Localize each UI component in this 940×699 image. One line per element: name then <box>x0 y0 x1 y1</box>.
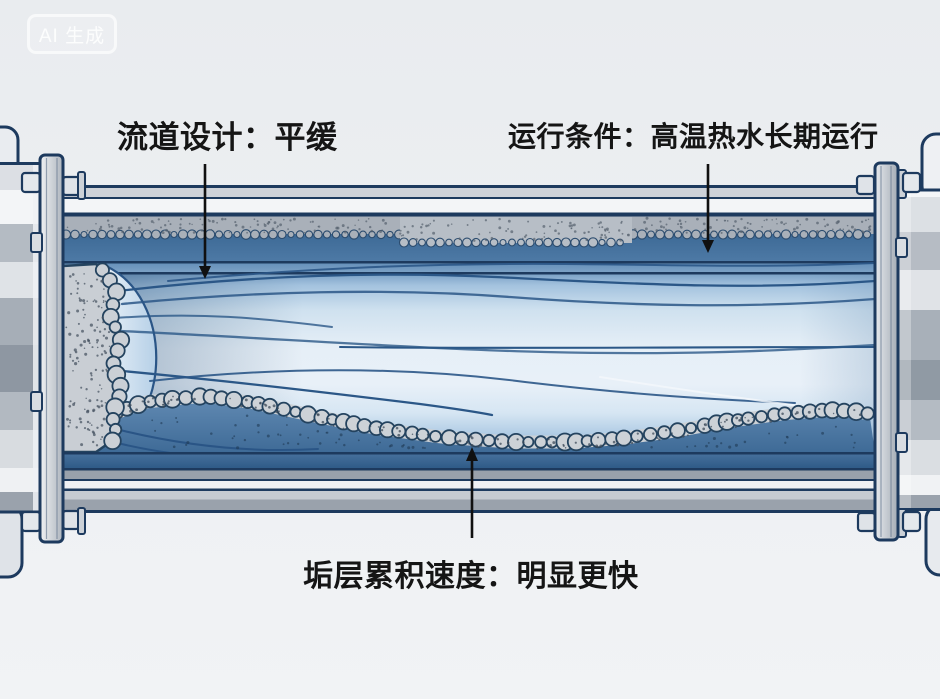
inlet-scale-plug <box>63 262 131 452</box>
flow-streamlines <box>110 262 875 417</box>
bolt-head <box>895 237 908 258</box>
label-scale-rate: 垢层累积速度：明显更快 <box>303 560 639 593</box>
right-flange <box>855 161 922 542</box>
flange-plate <box>873 161 900 542</box>
pipe-interior <box>63 216 875 452</box>
right-pipe-continuation <box>898 188 940 511</box>
annotation-arrows <box>199 164 714 538</box>
flange-plate <box>38 153 65 544</box>
bolt-head <box>901 510 922 533</box>
ai-generated-watermark: AI 生成 <box>27 14 117 54</box>
watermark-label: AI 生成 <box>38 25 106 47</box>
label-flow-design: 流道设计：平缓 <box>117 120 338 155</box>
bolt-head <box>20 171 42 194</box>
bolt-head <box>30 232 43 253</box>
pipe-bottom-wall <box>63 452 875 513</box>
bolt-head <box>20 510 42 533</box>
bolt-head <box>30 391 43 412</box>
bottom-scale-layer <box>63 387 875 452</box>
bolt-head <box>895 432 908 453</box>
bolt-head <box>855 174 876 196</box>
bolt-head <box>901 171 922 194</box>
left-flange <box>20 153 86 544</box>
bolt-head <box>856 511 877 533</box>
bolt-head <box>61 509 81 531</box>
label-operating-condition: 运行条件：高温热水长期运行 <box>508 121 879 152</box>
left-pipe-continuation <box>0 162 41 514</box>
pipe-top-wall <box>63 185 875 217</box>
top-scale-layer <box>63 216 875 248</box>
